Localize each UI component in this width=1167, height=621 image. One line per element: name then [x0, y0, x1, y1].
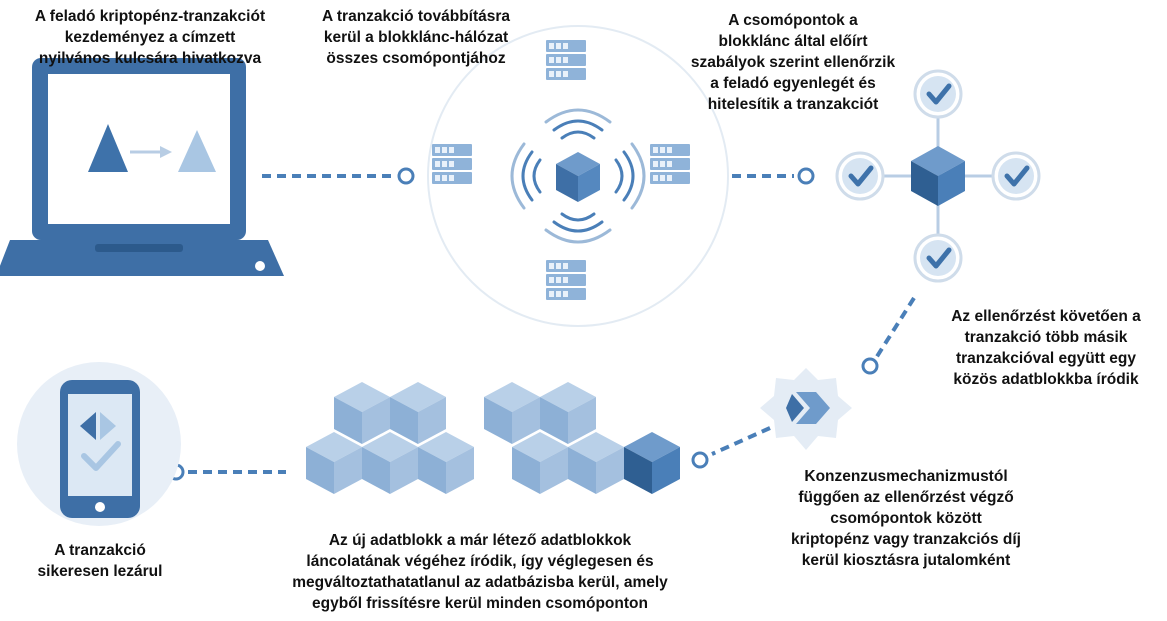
connector-4	[691, 426, 771, 469]
connector-1	[262, 167, 415, 185]
connector-3	[861, 296, 916, 375]
check-icon	[993, 153, 1039, 199]
blockchain-cubes-icon	[306, 382, 680, 494]
step4-label: Az ellenőrzést követően a tranzakció töb…	[951, 308, 1141, 388]
check-icon	[837, 153, 883, 199]
connector-2	[732, 167, 815, 185]
server-icon-right	[650, 144, 690, 184]
validation-icon	[837, 71, 1039, 281]
server-icon-bottom	[546, 260, 586, 300]
wifi-icon	[510, 108, 646, 244]
cube-icon	[556, 152, 600, 202]
smartphone-icon	[17, 362, 181, 526]
connector-5	[167, 463, 286, 481]
server-icon-left	[432, 144, 472, 184]
check-icon	[915, 235, 961, 281]
check-icon	[915, 71, 961, 117]
server-icon-top	[546, 40, 586, 80]
step5-label: Konzenzusmechanizmustól függően az ellen…	[791, 468, 1021, 569]
step2-label: A tranzakció továbbításra kerül a blokkl…	[321, 8, 511, 67]
laptop-icon	[0, 58, 284, 276]
step6-label: Az új adatblokk a már létező adatblokkok…	[292, 532, 668, 612]
network-icon	[427, 25, 729, 327]
step3-label: A csomópontok a blokklánc által előírt s…	[690, 12, 896, 113]
newest-block-icon	[624, 432, 680, 494]
step1-label: A feladó kriptopénz-tranzakciót kezdemén…	[34, 8, 266, 67]
cube-icon	[911, 146, 965, 206]
consensus-badge-icon	[760, 368, 852, 450]
step7-label: A tranzakció sikeresen lezárul	[37, 542, 163, 580]
